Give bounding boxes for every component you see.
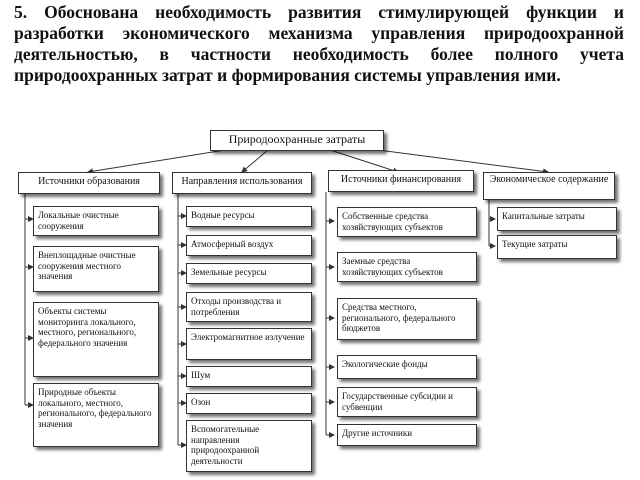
direction-item: Озон (186, 393, 312, 414)
economic-item: Капитальные затраты (497, 207, 617, 231)
column-header-economic: Экономическое содержание (483, 172, 615, 200)
source-item: Объекты системы мониторинга локального, … (33, 302, 159, 377)
source-item: Внеплощадные очистные сооружения местног… (33, 246, 159, 292)
financing-item: Другие источники (337, 424, 477, 446)
financing-item: Средства местного, регионального, федера… (337, 298, 477, 340)
financing-item: Экологические фонды (337, 355, 477, 379)
direction-item: Вспомогательные направления природоохран… (186, 420, 312, 472)
source-item: Природные объекты локального, местного, … (33, 383, 159, 447)
column-header-sources: Источники образования (18, 172, 160, 194)
direction-item: Водные ресурсы (186, 206, 312, 227)
direction-item: Электромагнитное излучение (186, 328, 312, 360)
column-header-financing: Источники финансирования (328, 170, 474, 192)
financing-item: Заемные средства хозяйствующих субъектов (337, 252, 477, 282)
economic-item: Текущие затраты (497, 235, 617, 259)
source-item: Локальные очистные сооружения (33, 206, 159, 236)
financing-item: Собственные средства хозяйствующих субъе… (337, 207, 477, 237)
direction-item: Земельные ресурсы (186, 263, 312, 284)
direction-item: Отходы производства и потребления (186, 292, 312, 322)
financing-item: Государственные субсидии и субвенции (337, 387, 477, 417)
column-header-directions: Направления использования (172, 172, 312, 194)
direction-item: Шум (186, 366, 312, 387)
slide-heading: 5. Обоснована необходимость развития сти… (14, 2, 624, 85)
root-node: Природоохранные затраты (210, 130, 384, 151)
direction-item: Атмосферный воздух (186, 235, 312, 256)
